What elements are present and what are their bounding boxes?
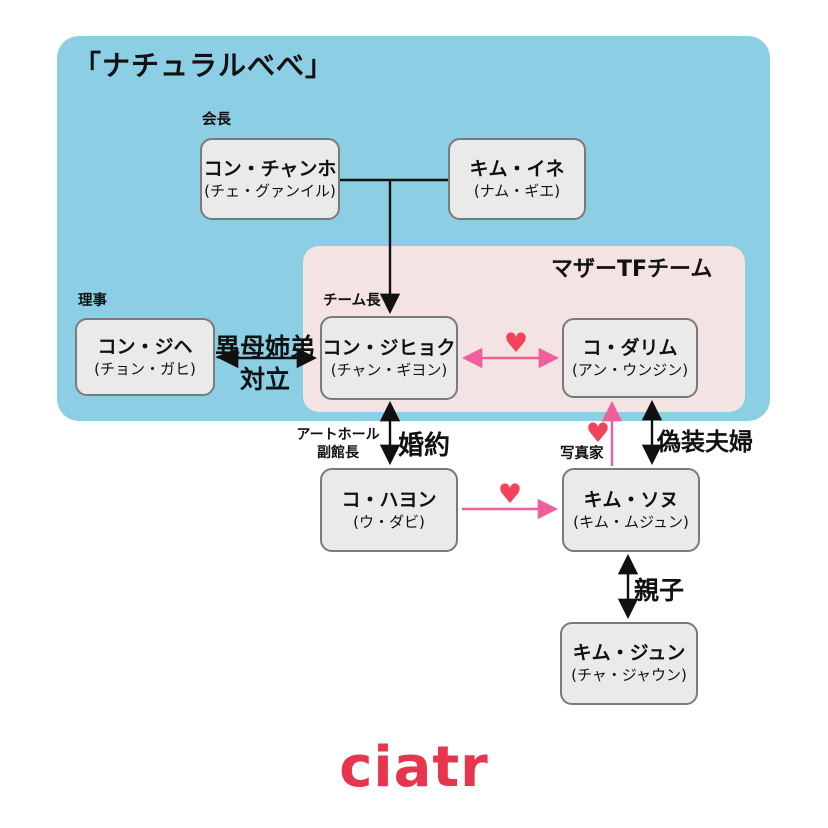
character-box-kim-jun: キム・ジュン (チャ・ジャウン)	[560, 622, 698, 705]
role-label-line2: 副館長	[317, 445, 359, 462]
team-label: マザーTFチーム	[551, 257, 713, 282]
actor-name: (ナム・ギエ)	[473, 181, 561, 200]
role-label-art-hall-deputy-director: アートホール 副館長	[285, 426, 391, 462]
ciatr-logo: ciatr	[339, 735, 489, 800]
diagram-title: 「ナチュラルべべ」	[73, 49, 335, 82]
character-box-ko-ha-yeon: コ・ハヨン (ウ・ダビ)	[320, 468, 458, 552]
actor-name: (チョン・ガヒ)	[94, 359, 196, 378]
character-box-kim-i-ne: キム・イネ (ナム・ギエ)	[448, 138, 586, 220]
role-label-director: 理事	[78, 293, 107, 309]
character-box-ko-da-rim: コ・ダリム (アン・ウンジン)	[562, 318, 698, 398]
role-label-chairman: 会長	[202, 112, 231, 128]
character-name: コン・ジヒョク	[322, 336, 456, 359]
actor-name: (チャ・ジャウン)	[571, 666, 687, 685]
relationship-label-engagement: 婚約	[398, 431, 451, 461]
character-name: コン・チャンホ	[203, 157, 337, 180]
relationship-label-half-sibling: 異母姉弟	[214, 333, 315, 362]
character-name: コ・ダリム	[582, 336, 678, 359]
role-label-photographer: 写真家	[560, 446, 604, 462]
role-label-team-leader: チーム長	[323, 293, 381, 309]
character-box-kon-ji-hyuk: コン・ジヒョク (チャン・ギヨン)	[320, 316, 458, 400]
relationship-label-parent-child: 親子	[634, 576, 685, 605]
character-name: キム・イネ	[469, 157, 565, 180]
character-box-kim-seon-u: キム・ソヌ (キム・ムジュン)	[562, 468, 700, 552]
character-name: コン・ジヘ	[97, 335, 193, 358]
character-box-kon-chang-ho: コン・チャンホ (チェ・グァンイル)	[200, 138, 340, 220]
heart-icon: ♥	[497, 479, 523, 510]
actor-name: (チェ・グァンイル)	[204, 181, 336, 200]
character-name: キム・ソヌ	[583, 488, 679, 511]
heart-icon: ♥	[503, 328, 529, 359]
relationship-label-conflict: 対立	[239, 365, 290, 394]
character-box-kon-ji-hye: コン・ジヘ (チョン・ガヒ)	[75, 318, 215, 396]
actor-name: (チャン・ギヨン)	[330, 360, 448, 379]
actor-name: (ウ・ダビ)	[353, 512, 425, 531]
character-name: キム・ジュン	[572, 642, 686, 665]
heart-icon: ♥	[585, 418, 611, 449]
role-label-line1: アートホール	[296, 427, 380, 443]
character-name: コ・ハヨン	[341, 488, 437, 511]
relationship-label-fake-marriage: 偽装夫婦	[657, 428, 753, 456]
actor-name: (キム・ムジュン)	[573, 512, 689, 531]
actor-name: (アン・ウンジン)	[571, 360, 689, 379]
